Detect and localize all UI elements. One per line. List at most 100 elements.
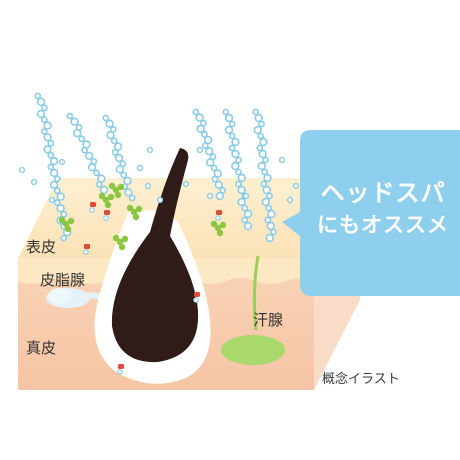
caption: 概念イラスト [322, 372, 400, 387]
bubble [156, 196, 164, 204]
particle-icon [219, 221, 227, 229]
bubble [40, 128, 48, 135]
bubble [196, 146, 204, 154]
particle-icon [216, 210, 222, 215]
bubble [234, 180, 242, 188]
bubble [49, 168, 59, 178]
bubble [257, 161, 266, 171]
bubble [257, 132, 265, 140]
bubble [72, 128, 82, 138]
bubble [81, 146, 88, 154]
bubble [231, 137, 240, 147]
bubble [231, 161, 240, 171]
bubble [201, 142, 209, 149]
particle-icon [64, 225, 72, 233]
bubble [53, 187, 61, 195]
bubble [41, 104, 48, 112]
bubble [110, 137, 118, 145]
bubble [47, 151, 55, 159]
bubble [262, 156, 269, 164]
bubble [58, 158, 66, 166]
bubble [60, 210, 68, 218]
bubble [265, 204, 273, 212]
badge-line-2: にもオススメ [317, 213, 449, 238]
bubble [34, 92, 42, 100]
bubble [252, 108, 260, 116]
bubble [124, 188, 133, 197]
bubble [265, 233, 274, 243]
speech-badge-icon [282, 130, 460, 296]
bubble [213, 169, 223, 178]
particle-icon [62, 220, 70, 228]
bubble [18, 166, 26, 174]
bubble [253, 125, 262, 135]
bubble [106, 130, 115, 140]
bubble [254, 113, 263, 123]
bubble [241, 204, 249, 212]
bubble [99, 185, 109, 195]
bubble [66, 112, 74, 120]
bubble [93, 169, 100, 177]
bubble [49, 180, 59, 190]
bubble [123, 176, 132, 186]
bubble [215, 191, 225, 201]
particle-icon [112, 186, 120, 194]
bubble [47, 163, 55, 171]
bubble [261, 168, 269, 176]
bubble [205, 147, 214, 156]
bubble [241, 216, 249, 224]
bubble [258, 149, 267, 159]
particle-icon [210, 220, 218, 228]
particle-icon [114, 191, 122, 199]
bubble [242, 192, 250, 200]
bubble [146, 146, 154, 154]
hair-icon [111, 148, 199, 363]
bubble [193, 297, 199, 303]
bubble [211, 175, 219, 183]
bubble [237, 197, 246, 207]
particle-icon [121, 235, 129, 243]
bubble [89, 207, 95, 213]
particle-icon [116, 238, 124, 246]
particle-icon [102, 196, 110, 204]
bubble [30, 178, 38, 186]
particle-icon [117, 183, 125, 191]
bubble [228, 144, 236, 152]
bubble [224, 125, 234, 135]
bubble [237, 173, 247, 183]
bubble [128, 194, 136, 202]
bubble [136, 164, 144, 172]
bubble [231, 149, 240, 159]
bubble [36, 109, 46, 119]
bubble [40, 116, 48, 124]
bubble [182, 180, 190, 188]
label-sweat-gland: 汗腺 [253, 311, 284, 329]
bubble [36, 97, 46, 107]
particle-icon [108, 182, 116, 190]
label-dermis: 真皮 [26, 339, 57, 357]
particle-icon [104, 210, 110, 215]
bubble [228, 132, 236, 140]
bubble [120, 171, 128, 179]
bubble [115, 165, 125, 174]
particle-icon [130, 208, 138, 216]
bubble [262, 185, 271, 195]
bubble [243, 221, 253, 231]
bubble [224, 113, 234, 123]
bubble [266, 221, 275, 231]
bubble [235, 156, 242, 164]
bubble [70, 117, 79, 126]
particle-icon [112, 234, 120, 242]
bubble [43, 133, 52, 142]
bubble [222, 108, 230, 116]
bubble [144, 182, 152, 190]
bubble [256, 144, 264, 152]
bubble [53, 199, 61, 206]
bubble [43, 145, 52, 154]
bubble [263, 173, 272, 183]
bubble [292, 182, 300, 190]
particle-icon [58, 216, 66, 224]
bubble [119, 160, 127, 168]
bubble [48, 196, 56, 204]
